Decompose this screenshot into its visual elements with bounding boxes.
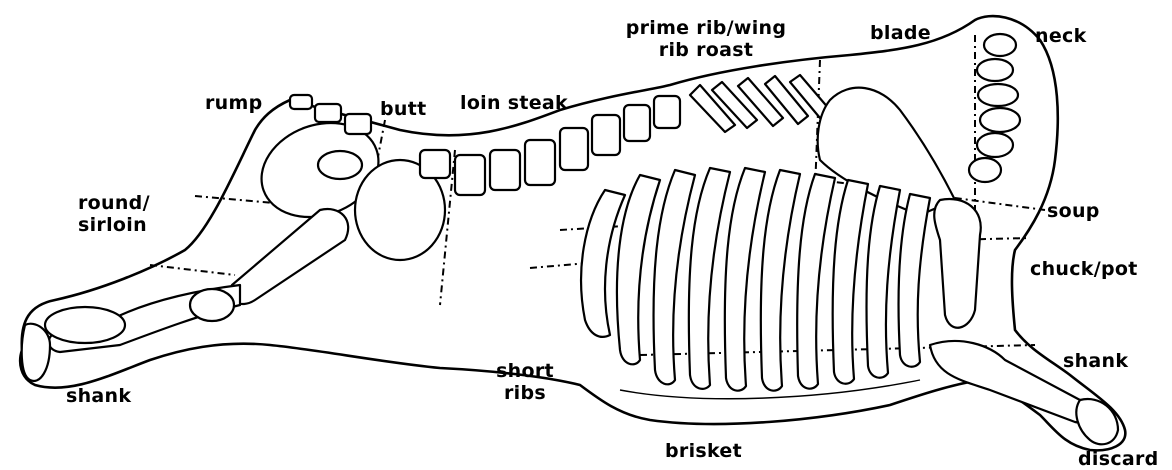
hip-socket [318,151,362,179]
rear-hoof [22,324,50,381]
vertebra [624,105,650,141]
ribs [581,168,930,391]
label-loin-steak: loin steak [460,92,568,114]
label-discard: discard [1078,448,1159,470]
vertebra [560,128,588,170]
vertebra [420,150,450,178]
hock-bone [45,307,125,343]
vertebra [455,155,485,195]
label-shank-front: shank [1063,350,1128,372]
label-brisket: brisket [665,440,742,462]
cut-line-round-sirloin-lower [150,265,235,275]
vertebra [315,104,341,122]
vertebra [290,95,312,109]
spinous-processes [690,75,830,132]
front-hoof [1076,399,1118,444]
vertebra [490,150,520,190]
neck-vertebrae [969,34,1020,182]
label-neck: neck [1035,25,1087,47]
vertebra [525,140,555,185]
label-round-sirloin: round/ sirloin [78,192,150,236]
vertebra [345,114,371,134]
label-chuck-pot: chuck/pot [1030,258,1138,280]
femur-bone [230,209,348,304]
humerus-bone [934,199,981,328]
label-soup: soup [1047,200,1100,222]
label-blade: blade [870,22,931,44]
vertebra [654,96,680,128]
vertebra [592,115,620,155]
label-prime-rib-wing: prime rib/wing rib roast [606,17,806,61]
label-rump: rump [205,92,263,114]
label-short-ribs: short ribs [480,360,570,404]
label-butt: butt [380,98,427,120]
label-shank-rear: shank [66,385,131,407]
stifle-bone [190,289,234,321]
